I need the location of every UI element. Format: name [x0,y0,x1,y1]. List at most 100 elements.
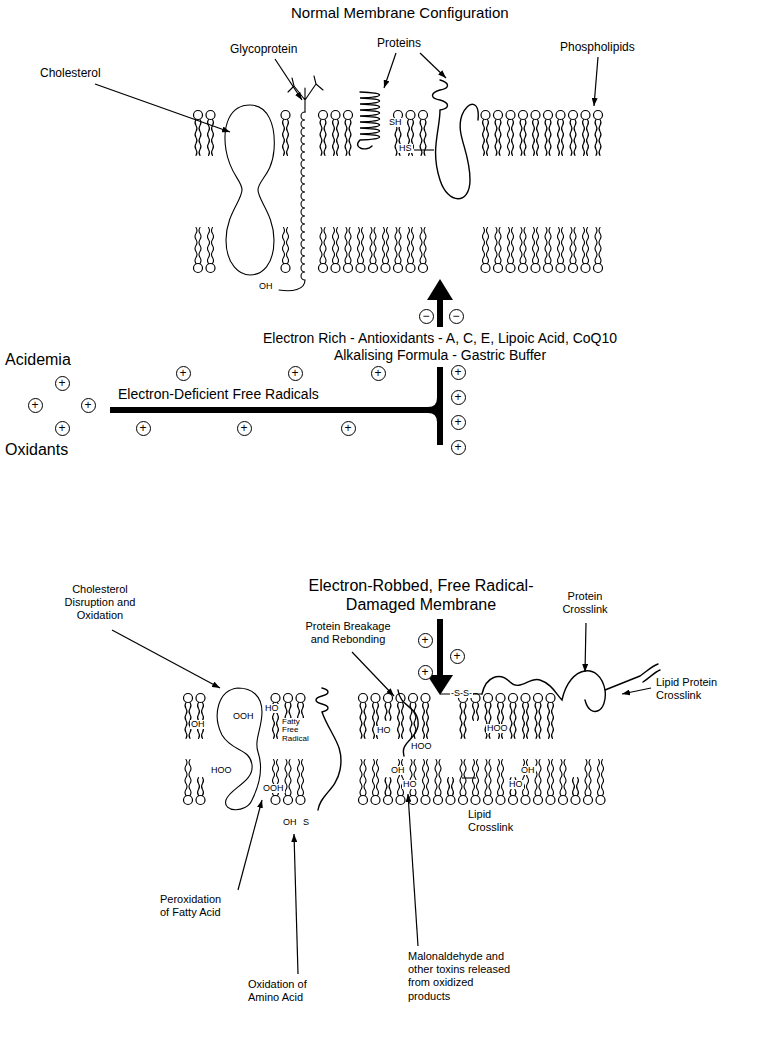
lipid-tail [337,228,339,264]
phospholipid [359,760,368,805]
lipid-tail [577,778,579,796]
lipid-head [284,694,293,703]
lipid-head [544,111,553,120]
lipid-head [534,694,543,703]
lipid-tail [408,228,410,264]
lipid-tail [549,228,551,264]
lipid-tail [598,760,600,796]
lipid-crosslink [462,777,476,778]
lipid-tail [527,760,529,796]
lipid-tail [402,703,404,739]
leader-line [384,53,396,88]
lipid-tail [539,703,541,739]
lipid-head [584,796,593,805]
lipid-tail [373,760,375,796]
charge-sign: + [451,390,466,405]
lipid-tail [383,228,385,264]
phospholipid [484,760,493,805]
lipid-head [596,796,605,805]
phospholipid [519,228,528,273]
lipid-tail [360,760,362,796]
phospholipid [196,694,205,739]
label-text: Electron-Deficient Free Radicals [118,386,319,403]
lipid-head [344,111,353,120]
lipid-tail [435,760,437,796]
chemical-group: HOO [486,724,509,733]
lipid-head [409,694,418,703]
lipid-tail [302,760,304,796]
lipid-tail [524,228,526,264]
lipid-tail [549,120,551,156]
phospholipid [584,760,593,805]
lipid-head [331,264,340,273]
lipid-head [534,796,543,805]
chemical-group: HOO [410,742,433,751]
lipid-tail [483,120,485,156]
label-text: Cholesterol [40,66,101,80]
chemical-group: OOH [232,712,255,721]
lipid-head [369,264,378,273]
lipid-head [481,111,490,120]
lipid-tail [560,760,562,796]
lipid-tail [349,228,351,264]
lipid-head [521,796,530,805]
lipid-tail [460,703,462,739]
label-text: Oxidation of Amino Acid [248,978,324,1004]
label-text: Protein Breakage and Rebonding [298,620,398,646]
phospholipid [344,228,353,273]
leader-line [352,652,394,696]
lipid-tail [199,228,201,264]
phospholipid [271,760,280,805]
lipid-head [194,111,203,120]
lipid-tail [510,703,512,739]
phospholipid [596,760,605,805]
label-text: Oxidants [5,440,68,459]
lipid-tail [185,760,187,796]
lipid-head [519,264,528,273]
lipid-tail [487,120,489,156]
charge-sign: + [451,415,466,430]
lipid-tail [370,228,372,264]
lipid-head [494,264,503,273]
charge-sign: + [451,365,466,380]
chemical-group: Fatty Free Radical [281,718,313,743]
lipid-tail [599,228,601,264]
lipid-tail [374,228,376,264]
phospholipid [546,694,555,739]
chemical-group: -S-S- [450,689,473,698]
lipid-tail [195,228,197,264]
lipid-head [556,264,565,273]
lipid-head [559,796,568,805]
lipid-head [506,111,515,120]
lipid-tail [395,228,397,264]
chemical-group: S [302,818,310,827]
lipid-tail [399,228,401,264]
lipid-tail [599,120,601,156]
lipid-tail [595,120,597,156]
leader-line [294,834,298,974]
lipid-tail [535,760,537,796]
lipid-tail [364,703,366,739]
label-text: Lipid Crosslink [468,808,538,834]
lipid-tail [483,228,485,264]
lipid-tail [324,120,326,156]
label-text: Protein Crosslink [554,590,616,616]
phospholipid [481,111,490,156]
phospholipid [594,228,603,273]
lipid-tail [398,760,400,796]
leader-line [420,53,446,78]
lipid-head [359,694,368,703]
lipid-tail [364,760,366,796]
charge-sign: + [28,398,43,413]
lipid-tail [489,760,491,796]
lipid-head [419,111,428,120]
lipid-tail [512,120,514,156]
protein [358,92,380,149]
leader-line [95,84,230,132]
lipid-tail [360,703,362,739]
lipid-head [519,111,528,120]
phospholipid [556,228,565,273]
charge-sign: + [288,366,303,381]
leader-line [594,57,598,106]
